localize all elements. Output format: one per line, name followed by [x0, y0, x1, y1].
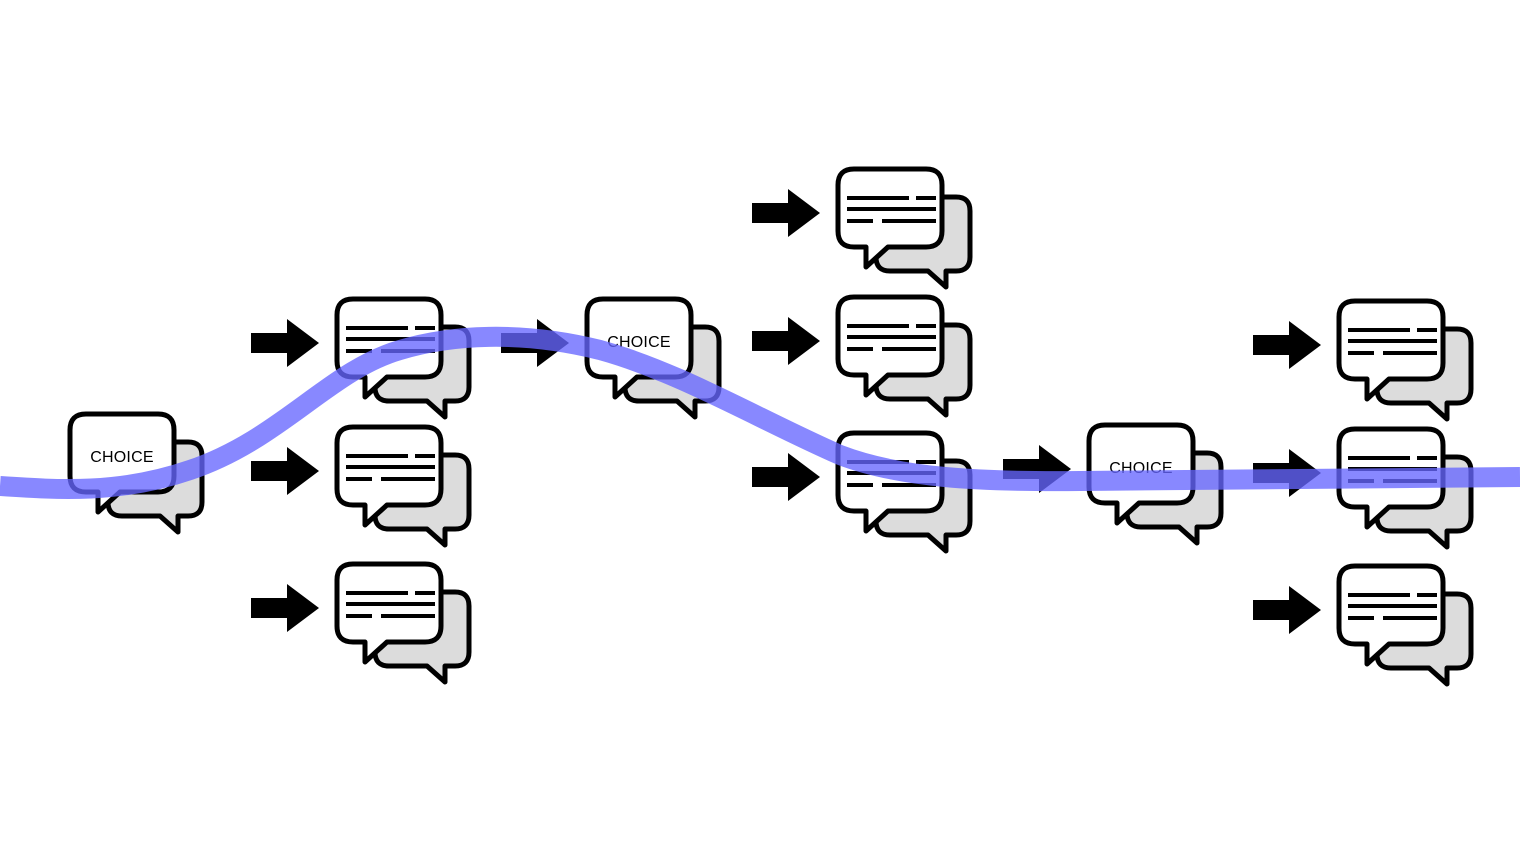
highlighted-path-layer	[0, 326, 1520, 500]
arrow-icon	[1253, 586, 1321, 634]
dialogue-node	[337, 427, 469, 545]
highlighted-path	[0, 326, 1520, 500]
dialogue-node	[1339, 301, 1471, 419]
dialogue-node	[838, 297, 970, 415]
arrow-icon	[251, 319, 319, 367]
choice-node: CHOICE	[70, 414, 202, 532]
choice-label: CHOICE	[90, 449, 153, 466]
arrow-icon	[1253, 321, 1321, 369]
arrow-icon	[752, 317, 820, 365]
arrow-icon	[251, 584, 319, 632]
dialogue-node	[838, 169, 970, 287]
arrow-icon	[752, 189, 820, 237]
dialogue-node	[337, 564, 469, 682]
dialogue-node	[1339, 566, 1471, 684]
arrow-icon	[752, 453, 820, 501]
arrow-icon	[251, 447, 319, 495]
